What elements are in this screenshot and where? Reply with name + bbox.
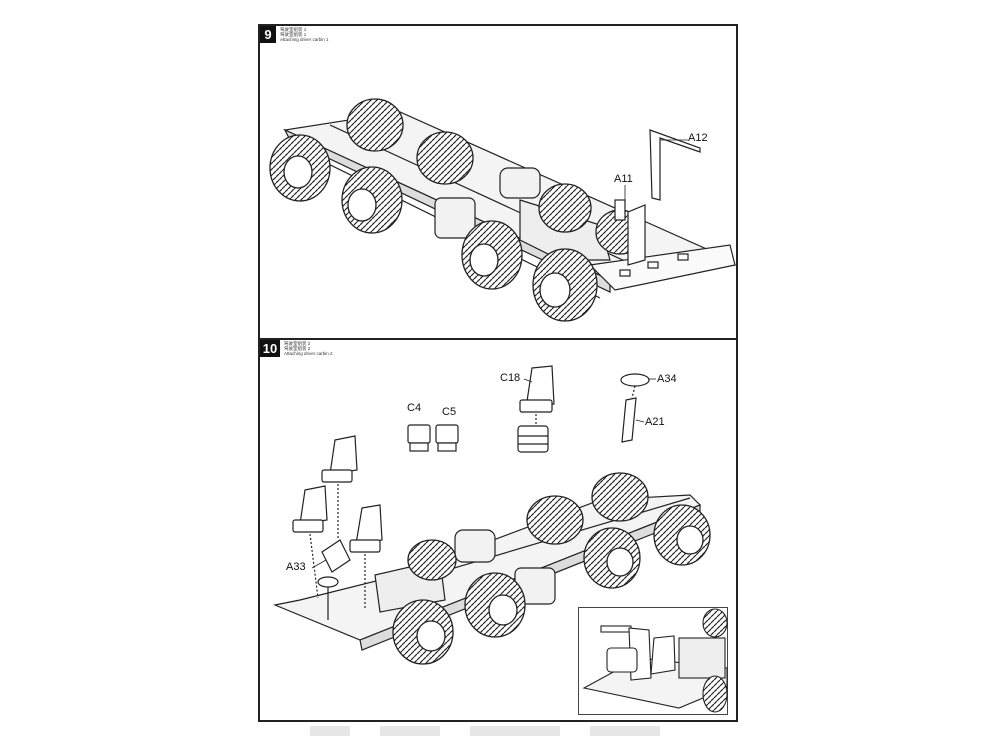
part-label-a11: A11 (614, 173, 633, 185)
part-label-a21: A21 (645, 416, 665, 428)
step-10-caption-cn-1: 驾驶室组装 2 (284, 341, 311, 346)
step-10-number: 10 (260, 340, 280, 357)
leader-lines (311, 378, 656, 569)
step-9-caption-cn-1: 驾驶室组装 1 (280, 27, 307, 32)
step-10-caption: 驾驶室组装 2 驾驶室组装 2 Attaching driver carbin … (284, 341, 333, 356)
step-9-caption: 驾驶室组装 1 驾驶室组装 1 Attaching driver carbin … (280, 27, 329, 42)
step-9-number: 9 (260, 26, 276, 43)
step-10-wheels (392, 472, 711, 665)
step-10-caption-cn-2: 驾驶室组装 2 (284, 346, 311, 351)
part-label-c18: C18 (500, 372, 521, 384)
part-label-c5: C5 (442, 406, 457, 418)
part-c18-illustration (517, 365, 555, 453)
part-a12-illustration (649, 129, 701, 201)
step-10-caption-en: Attaching driver carbin 2 (284, 351, 333, 356)
part-a11-illustration (614, 199, 646, 266)
step-9-wheels (269, 98, 645, 322)
steering-wheel-illustration (620, 373, 650, 443)
part-label-a12: A12 (688, 132, 708, 144)
bottom-bleed-marks (310, 726, 660, 736)
seat-illustration (292, 435, 383, 620)
detail-inset (578, 607, 728, 715)
step-divider (258, 338, 738, 340)
part-label-a34: A34 (657, 373, 677, 385)
part-label-a33: A33 (286, 561, 306, 573)
step-9-caption-en: Attaching driver carbin 1 (280, 37, 329, 42)
step-9-caption-cn-2: 驾驶室组装 1 (280, 32, 307, 37)
part-c4-c5-illustration (407, 424, 459, 452)
part-label-c4: C4 (407, 402, 422, 414)
